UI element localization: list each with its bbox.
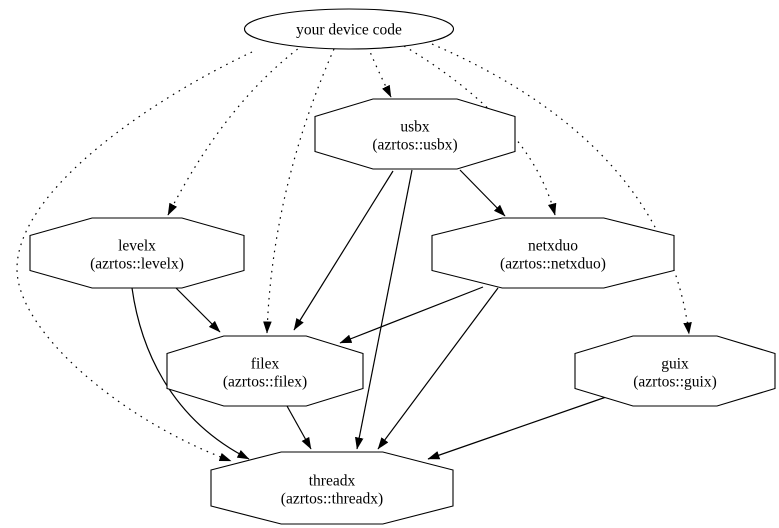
edge-guix-to-threadx: [427, 395, 610, 460]
levelx-subtitle: (azrtos::levelx): [90, 256, 184, 273]
node-levelx: levelx(azrtos::levelx): [29, 217, 245, 289]
edge-filex-to-threadx: [286, 405, 312, 450]
edge-usbx-to-netxduo: [459, 169, 506, 217]
guix-octagon-shape: [574, 335, 776, 407]
nodes-layer: your device codeusbx(azrtos::usbx)levelx…: [29, 8, 776, 525]
edge-levelx-to-threadx: [131, 287, 250, 460]
filex-octagon-shape: [166, 335, 364, 407]
your-device-code-ellipse-shape: [243, 8, 455, 50]
usbx-title: usbx: [400, 119, 430, 136]
netxduo-subtitle: (azrtos::netxduo): [500, 256, 606, 273]
filex-title: filex: [251, 356, 280, 373]
usbx-subtitle: (azrtos::usbx): [372, 137, 457, 154]
edge-your-device-code-to-usbx: [367, 46, 392, 98]
usbx-octagon-shape: [314, 98, 516, 170]
your-device-code-label: your device code: [296, 22, 402, 39]
edge-levelx-to-filex: [175, 287, 221, 333]
threadx-subtitle: (azrtos::threadx): [281, 491, 383, 508]
edge-your-device-code-to-levelx: [167, 44, 304, 216]
edge-your-device-code-to-filex: [263, 48, 335, 334]
netxduo-octagon-shape: [431, 217, 675, 289]
node-usbx: usbx(azrtos::usbx): [314, 98, 516, 170]
guix-subtitle: (azrtos::guix): [633, 374, 717, 391]
filex-subtitle: (azrtos::filex): [223, 374, 307, 391]
node-threadx: threadx(azrtos::threadx): [210, 451, 454, 525]
edge-netxduo-to-filex: [339, 286, 484, 344]
node-your-device-code: your device code: [243, 8, 455, 50]
edge-usbx-to-threadx: [355, 169, 413, 450]
node-filex: filex(azrtos::filex): [166, 335, 364, 407]
threadx-title: threadx: [309, 473, 356, 490]
guix-title: guix: [661, 356, 689, 373]
netxduo-title: netxduo: [528, 238, 578, 255]
edge-your-device-code-to-guix: [431, 43, 692, 335]
levelx-title: levelx: [118, 238, 156, 255]
threadx-octagon-shape: [210, 451, 454, 525]
node-netxduo: netxduo(azrtos::netxduo): [431, 217, 675, 289]
node-guix: guix(azrtos::guix): [574, 335, 776, 407]
edge-netxduo-to-threadx: [377, 287, 499, 450]
edge-usbx-to-filex: [293, 170, 394, 331]
levelx-octagon-shape: [29, 217, 245, 289]
